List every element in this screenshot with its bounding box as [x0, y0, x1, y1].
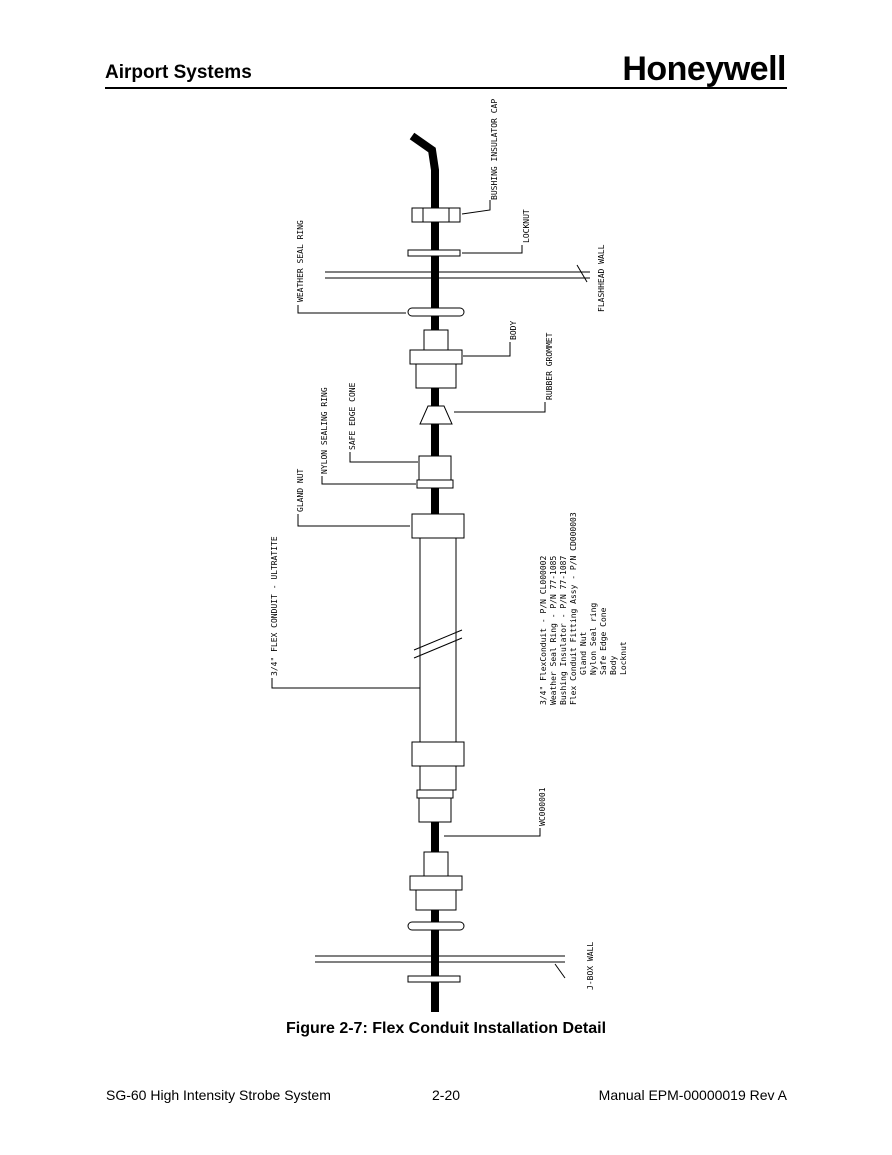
label-nylon-sealing-ring: NYLON SEALING RING [320, 387, 329, 474]
label-body: BODY [509, 321, 518, 340]
locknut-shape [407, 249, 461, 257]
weather-seal-shape [407, 307, 465, 317]
parts-list-item: Body [609, 656, 618, 675]
section-title: Airport Systems [105, 62, 252, 83]
header-rule [105, 87, 787, 89]
label-bushing-insulator-cap: BUSHING INSULATOR CAP [490, 99, 499, 200]
label-gland-nut: GLAND NUT [296, 468, 305, 512]
page-number: 2-20 [432, 1087, 461, 1103]
figure-caption: Figure 2-7: Flex Conduit Installation De… [285, 1020, 607, 1037]
parts-list-item: Locknut [619, 641, 628, 675]
manual-id: Manual EPM-00000019 Rev A [598, 1087, 787, 1103]
label-locknut: LOCKNUT [522, 209, 531, 243]
parts-list-item: Bushing Insulator - P/N 77-1087 [559, 556, 568, 705]
parts-list-item: Weather Seal Ring - P/N 77-1085 [549, 556, 558, 705]
parts-list-item: Nylon Seal ring [589, 603, 598, 675]
label-wc-part: WC000001 [538, 787, 547, 826]
nylon-ring-shape [416, 479, 454, 489]
label-rubber-grommet: RUBBER GROMMET [545, 332, 554, 400]
label-flex-conduit: 3/4" FLEX CONDUIT - ULTRATITE [270, 536, 279, 676]
footer-title: SG-60 High Intensity Strobe System [106, 1087, 331, 1103]
parts-list-item: 3/4" FlexConduit - P/N CL000002 [539, 556, 548, 705]
label-jbox-wall: J-BOX WALL [586, 942, 595, 990]
label-safe-edge-cone: SAFE EDGE CONE [348, 382, 357, 450]
parts-list-item: Safe Edge Cone [599, 607, 608, 675]
safe-edge-shape [418, 455, 452, 481]
gland-nut-shape [411, 513, 465, 539]
body-shape [423, 329, 449, 351]
parts-list-item: Flex Conduit Fitting Assy - P/N CD000003 [569, 512, 578, 705]
honeywell-logo: Honeywell [622, 50, 786, 88]
bushing-cap-shape [411, 207, 461, 223]
label-weather-seal-ring: WEATHER SEAL RING [296, 220, 305, 302]
parts-list-item: Gland Nut [579, 631, 588, 675]
label-flashhead-wall: FLASHHEAD WALL [597, 244, 606, 312]
grommet-shape [419, 405, 453, 425]
